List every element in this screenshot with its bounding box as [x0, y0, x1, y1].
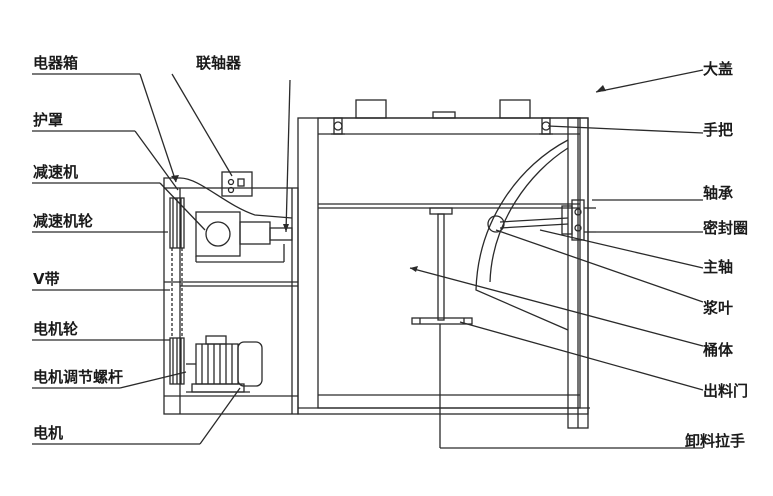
label-guard: 护罩	[33, 111, 64, 129]
label-main-shaft: 主轴	[703, 258, 734, 276]
label-reducer-wheel: 减速机轮	[33, 212, 94, 230]
label-bearing: 轴承	[703, 184, 734, 202]
reducer	[195, 211, 293, 263]
label-motor: 电机	[33, 424, 64, 442]
agitator	[411, 207, 473, 325]
cover-handles	[331, 117, 553, 135]
label-discharge-door: 出料门	[703, 382, 749, 400]
leader-lines-top	[171, 73, 291, 233]
label-motor-adjust-screw: 电机调节螺杆	[33, 368, 124, 386]
v-belt	[169, 197, 185, 385]
label-paddle: 浆叶	[703, 299, 734, 317]
label-seal-ring: 密封圈	[703, 219, 749, 237]
electrical-box	[221, 171, 253, 197]
label-unload-handle: 卸料拉手	[685, 432, 746, 450]
label-electrical-box: 电器箱	[33, 54, 79, 72]
cover-lugs	[355, 99, 531, 119]
leader-lines-right	[409, 69, 704, 449]
cutaway	[475, 139, 569, 331]
label-reducer: 减速机	[33, 163, 79, 181]
leader-arrows	[171, 85, 606, 272]
label-motor-wheel: 电机轮	[33, 320, 79, 338]
motor	[186, 335, 263, 393]
label-barrel: 桶体	[703, 341, 734, 359]
label-coupling: 联轴器	[196, 54, 242, 72]
guard	[163, 177, 293, 219]
leader-lines-left	[32, 73, 241, 445]
end-plate	[561, 117, 596, 429]
label-v-belt: V带	[33, 270, 60, 288]
label-handle: 手把	[703, 121, 734, 139]
label-cover: 大盖	[703, 60, 734, 78]
